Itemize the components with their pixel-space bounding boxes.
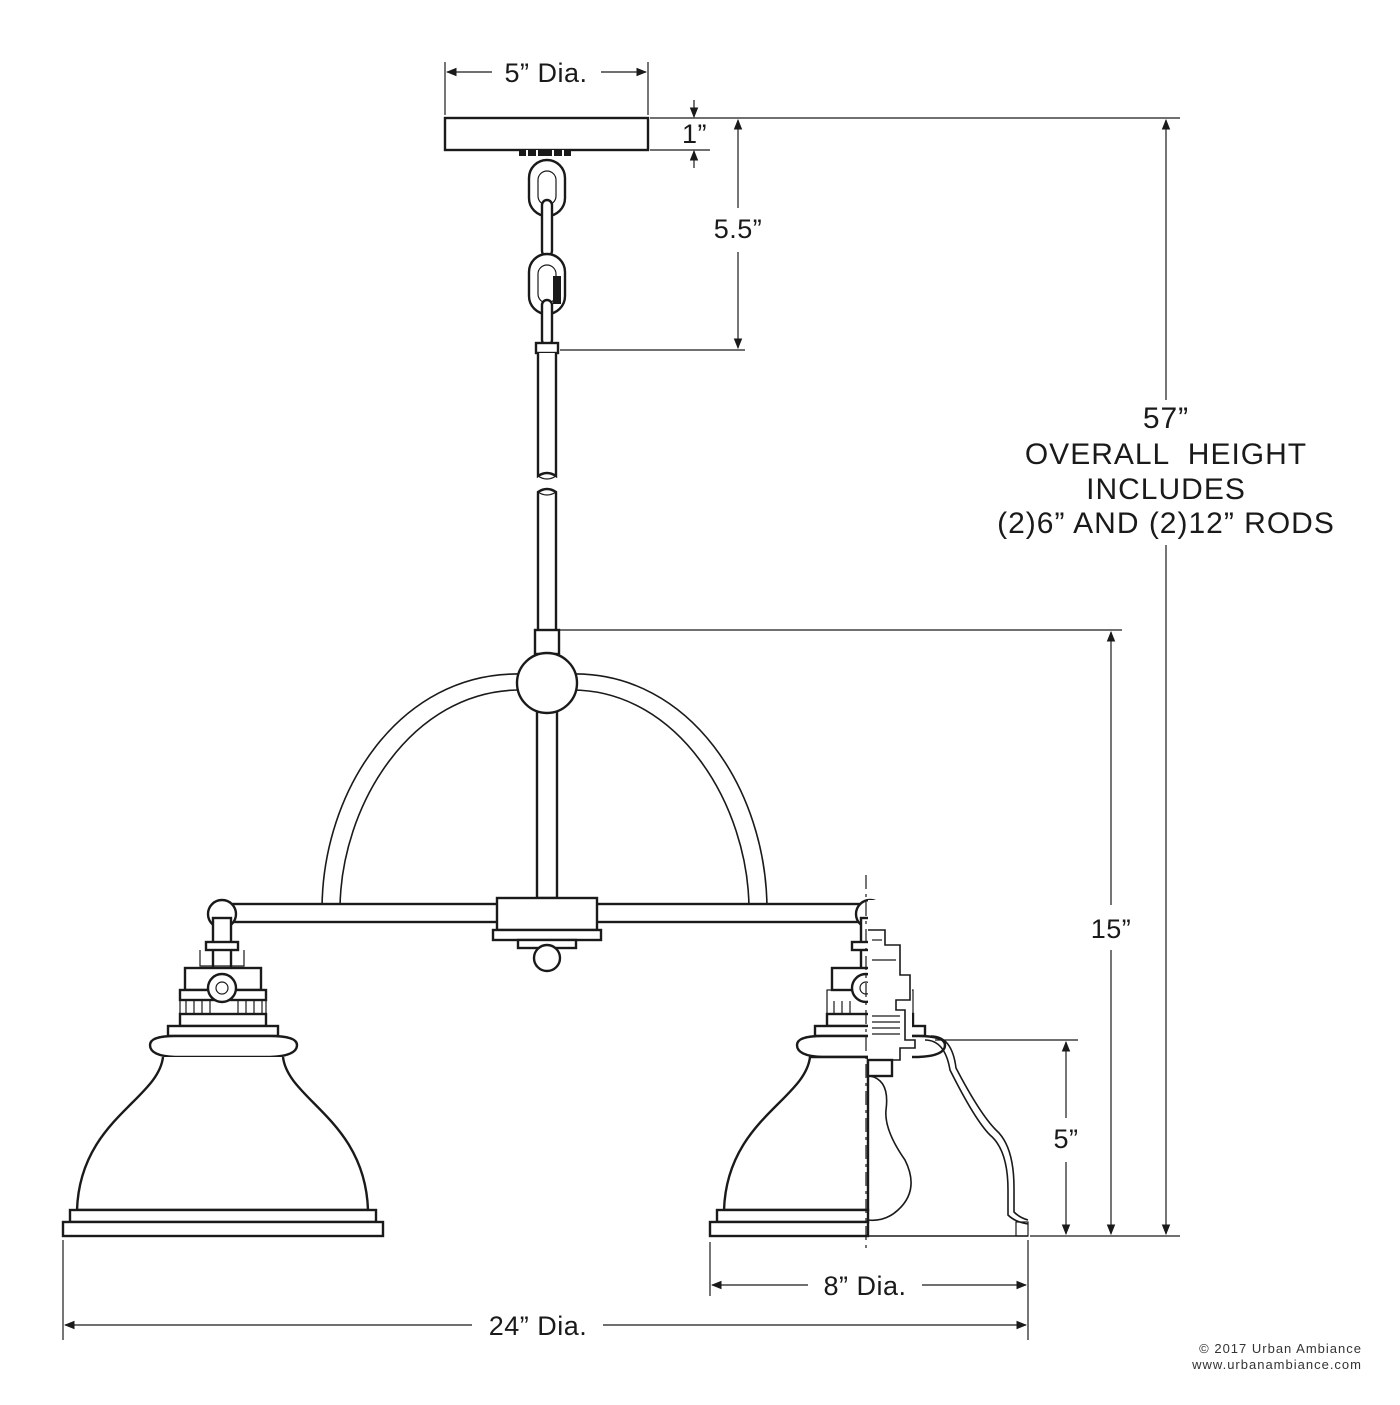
shade-diameter-label: 8” Dia. bbox=[823, 1271, 906, 1301]
cutaway-section bbox=[866, 900, 1029, 1237]
dimension-labels: 5” Dia. 1” 5.5” 57” OVERALL HEIGHT INCLU… bbox=[489, 58, 1335, 1341]
overall-height-line3: (2)6” AND (2)12” RODS bbox=[997, 507, 1335, 540]
body-height-label: 15” bbox=[1091, 914, 1132, 944]
copyright-footer: © 2017 Urban Ambiance www.urbanambiance.… bbox=[1191, 1341, 1362, 1372]
copyright-text: © 2017 Urban Ambiance bbox=[1199, 1341, 1362, 1356]
downrod bbox=[533, 341, 561, 656]
left-socket-ridges bbox=[185, 1001, 263, 1014]
chain bbox=[527, 158, 567, 347]
right-pendant bbox=[708, 875, 1029, 1250]
overall-width-label: 24” Dia. bbox=[489, 1311, 588, 1341]
canopy bbox=[443, 116, 650, 157]
fixture-drawing bbox=[61, 116, 1029, 1250]
left-pendant bbox=[61, 898, 385, 1238]
canopy-diameter-label: 5” Dia. bbox=[504, 58, 587, 88]
arms bbox=[230, 651, 864, 973]
overall-height-line1: OVERALL HEIGHT bbox=[1025, 438, 1307, 471]
canopy-height-label: 1” bbox=[682, 119, 707, 149]
overall-height-line2: INCLUDES bbox=[1086, 473, 1246, 506]
website-text: www.urbanambiance.com bbox=[1191, 1357, 1362, 1372]
overall-height-value: 57” bbox=[1143, 402, 1189, 435]
dimension-lines bbox=[62, 62, 1180, 1340]
chain-length-label: 5.5” bbox=[714, 214, 763, 244]
shade-height-label: 5” bbox=[1053, 1124, 1078, 1154]
